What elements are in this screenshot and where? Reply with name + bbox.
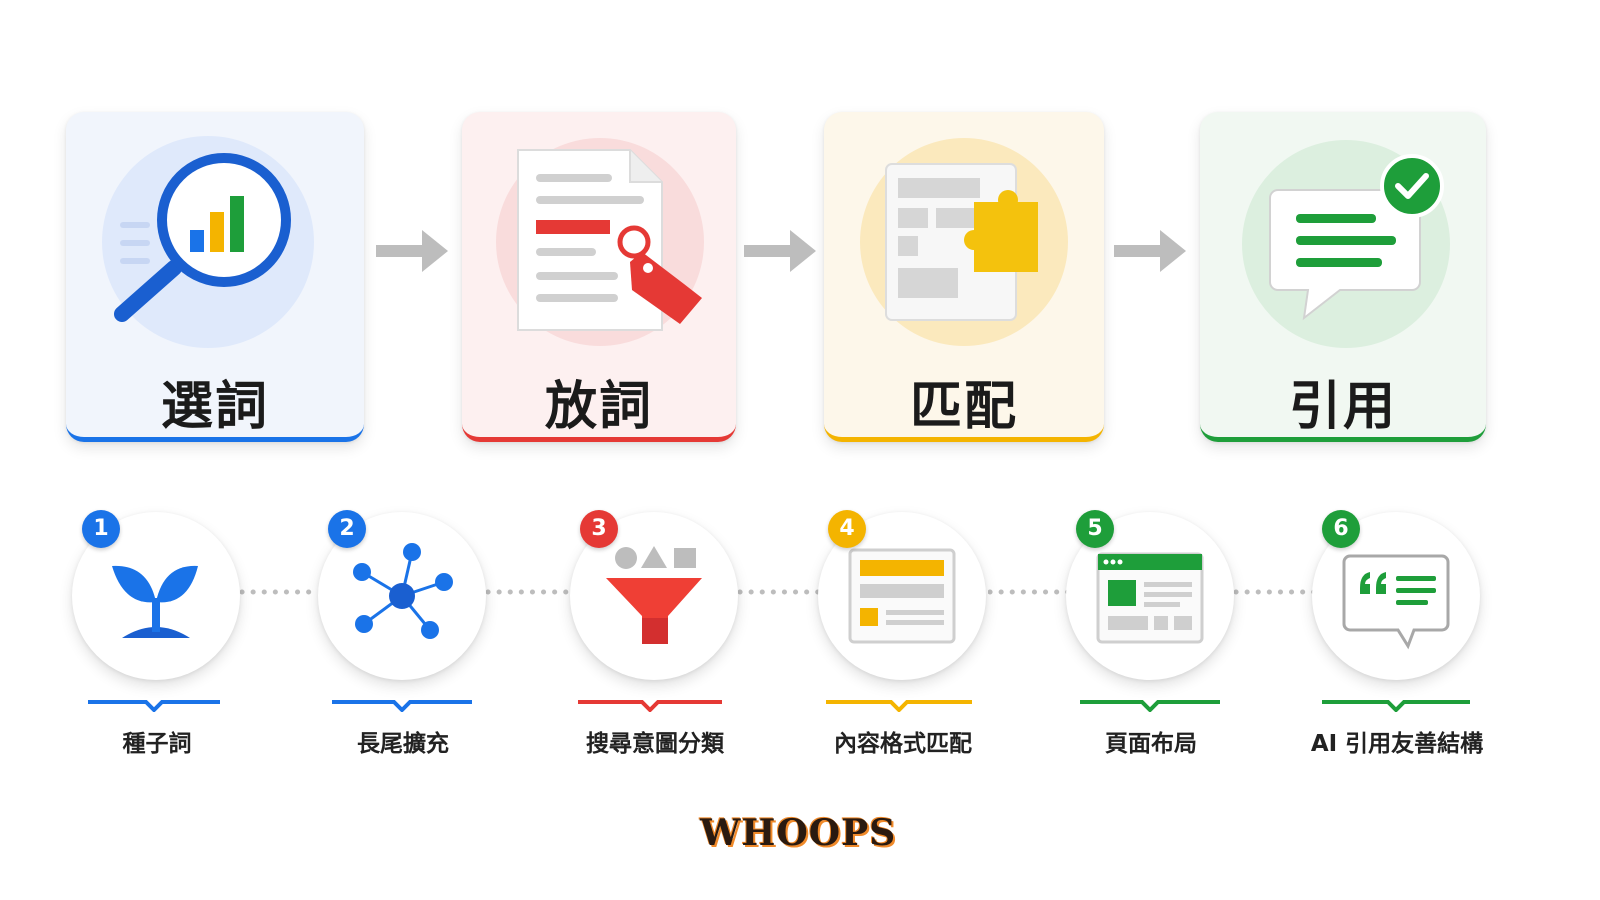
step-label: AI 引用友善結構: [1310, 731, 1484, 757]
sprout-icon: [112, 565, 198, 638]
dotted-connector: [988, 589, 1070, 595]
step-label: 種子詞: [122, 731, 192, 757]
document-tag-icon: [496, 138, 704, 346]
stage-title: 匹配: [909, 377, 1018, 437]
stage-title: 選詞: [160, 377, 269, 437]
step-underline: [332, 700, 472, 712]
chat-check-icon: [1242, 140, 1450, 348]
stage-title: 引用: [1288, 377, 1397, 437]
step-underline: [826, 700, 972, 712]
stage-card-select: 選詞: [66, 112, 364, 442]
quote-chat-icon: [1342, 554, 1450, 650]
stage-card-match: 匹配: [824, 112, 1104, 442]
step-label: 內容格式匹配: [834, 731, 972, 757]
webpage-icon: [1096, 552, 1204, 644]
funnel-icon: [606, 546, 702, 644]
arrow-right-icon: [376, 230, 448, 272]
stage-card-place: 放詞: [462, 112, 736, 442]
stage-card-cite: 引用: [1200, 112, 1486, 442]
layout-puzzle-icon: [860, 138, 1068, 346]
step-number-badge: 3: [580, 510, 618, 548]
step-underline: [578, 700, 722, 712]
step-label: 頁面布局: [1105, 731, 1197, 757]
step-underline: [88, 700, 220, 712]
step-number-badge: 5: [1076, 510, 1114, 548]
dotted-connector: [738, 589, 822, 595]
stage-title: 放詞: [544, 377, 653, 437]
step-label: 搜尋意圖分類: [586, 731, 724, 757]
network-icon: [353, 543, 453, 639]
step-number-badge: 2: [328, 510, 366, 548]
step-underline: [1322, 700, 1470, 712]
step-underline: [1080, 700, 1220, 712]
arrow-right-icon: [744, 230, 816, 272]
content-layout-icon: [848, 548, 956, 644]
step-number-badge: 4: [828, 510, 866, 548]
whoops-logo: WHOOPS: [700, 812, 897, 854]
dotted-connector: [1234, 589, 1316, 595]
dotted-connector: [486, 589, 572, 595]
arrow-right-icon: [1114, 230, 1186, 272]
step-number-badge: 6: [1322, 510, 1360, 548]
step-label: 長尾擴充: [357, 731, 449, 757]
dotted-connector: [240, 589, 318, 595]
magnifier-chart-icon: [102, 136, 314, 348]
step-number-badge: 1: [82, 510, 120, 548]
